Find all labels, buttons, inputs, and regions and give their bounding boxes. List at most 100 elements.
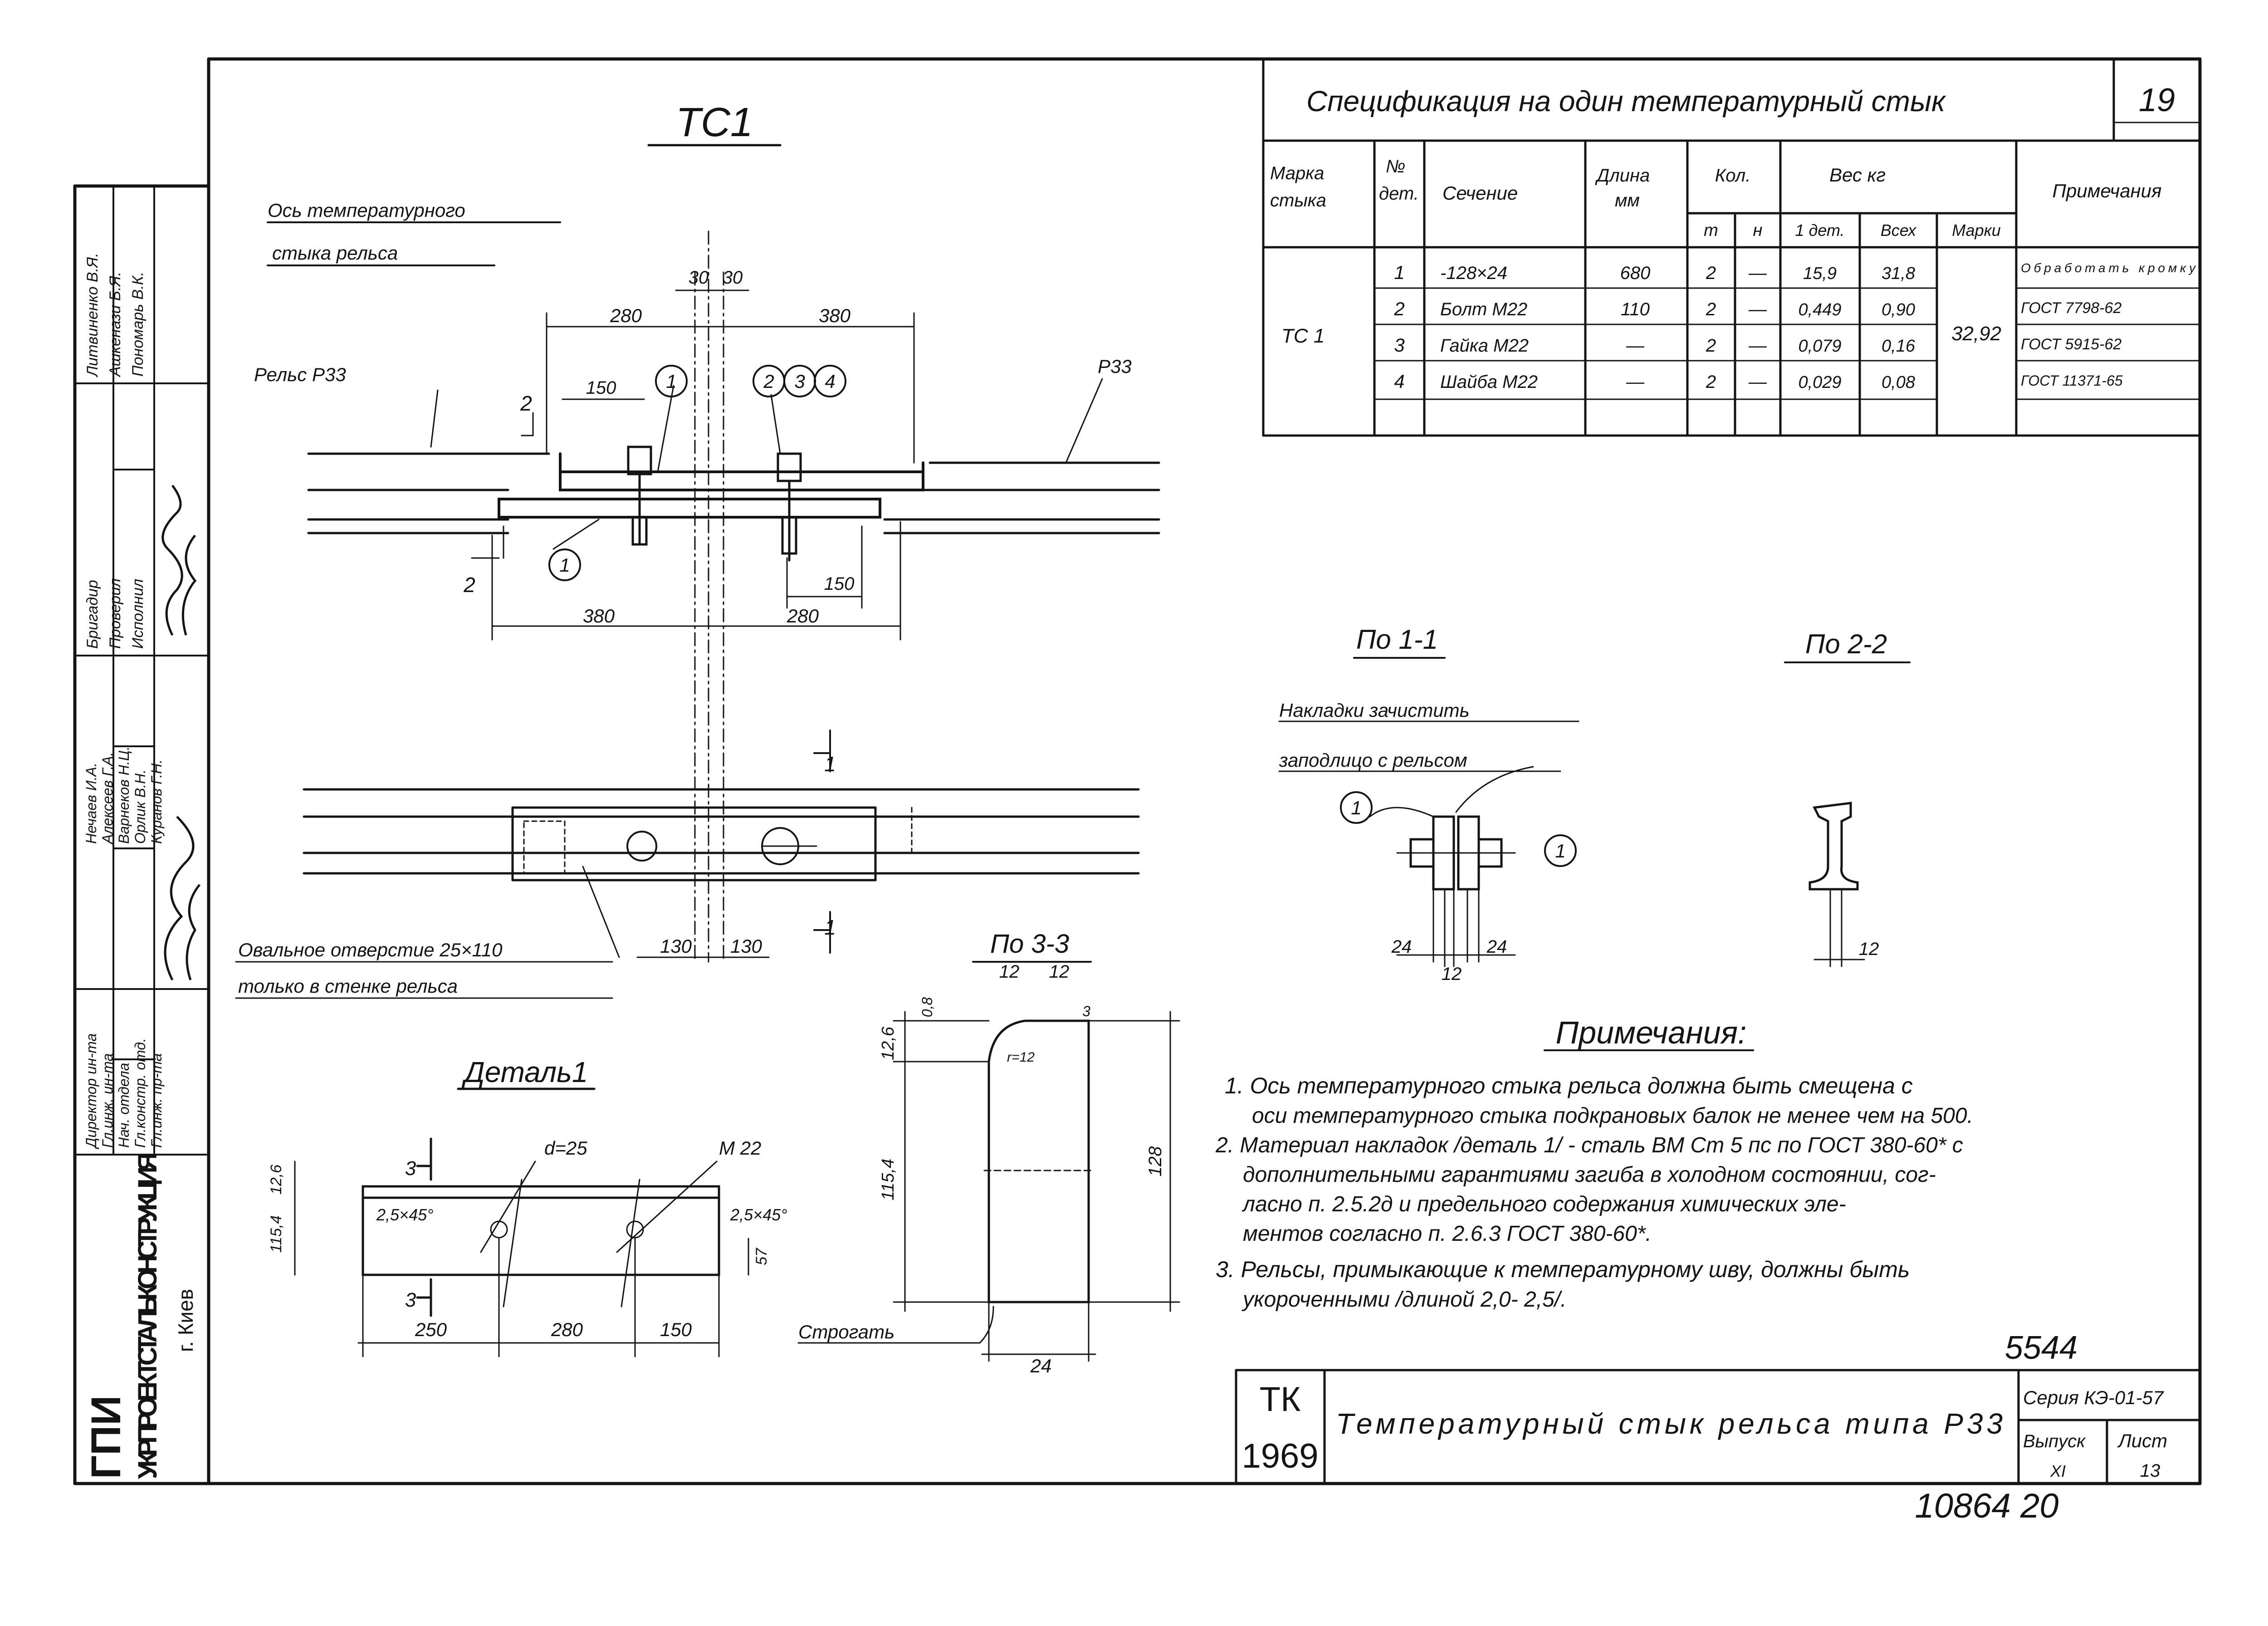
spec-h-w-all: Всех bbox=[1881, 221, 1917, 240]
spec-cell-section: Гайка М22 bbox=[1440, 336, 1529, 356]
spec-mark: ТС 1 bbox=[1281, 325, 1325, 347]
org-long: УКРПРОЕКТСТАЛЬКОНСТРУКЦИЯ bbox=[133, 1152, 162, 1479]
dim-130b: 130 bbox=[730, 935, 763, 957]
section11-dim-24a: 24 bbox=[1391, 937, 1412, 957]
section-1-bottom: 1 bbox=[824, 916, 836, 939]
section33-radius: r=12 bbox=[1007, 1050, 1035, 1065]
spec-cell-wall: 0,16 bbox=[1882, 337, 1916, 356]
spec-cell-w1: 0,079 bbox=[1798, 337, 1841, 356]
spec-h-mark-1: Марка bbox=[1270, 163, 1324, 183]
role-chief-designer: Гл.констр. отд. bbox=[132, 1038, 148, 1148]
notes-line-7: 3. Рельсы, примыкающие к температурному … bbox=[1216, 1257, 1910, 1282]
section33-dim-128: 128 bbox=[1145, 1146, 1165, 1176]
spec-h-no-1: № bbox=[1386, 157, 1405, 176]
notes-line-1: 1. Ось температурного стыка рельса должн… bbox=[1225, 1073, 1913, 1098]
sidebar-grid bbox=[74, 185, 210, 1156]
spec-cell-t: 2 bbox=[1706, 299, 1716, 319]
sheet-number: 19 bbox=[2139, 82, 2175, 118]
rail-left-label: Рельс Р33 bbox=[254, 364, 346, 385]
section11-dim-12: 12 bbox=[1442, 964, 1462, 984]
spec-cell-w1: 0,449 bbox=[1798, 300, 1841, 319]
stamp-year: 1969 bbox=[1242, 1437, 1318, 1475]
name2-1: Литвиненко В.Я. bbox=[84, 253, 101, 377]
spec-h-mark-2: стыка bbox=[1270, 191, 1326, 211]
name2-2: Ашкенази Б.Я. bbox=[107, 272, 124, 377]
section33-dim-0-8: 0,8 bbox=[919, 997, 935, 1018]
name-3: Варнеков Н.Ц. bbox=[116, 746, 132, 844]
section11-note-line2: заподлицо с рельсом bbox=[1279, 749, 1467, 771]
spec-cell-length: — bbox=[1626, 372, 1645, 392]
notes-title: Примечания: bbox=[1555, 1015, 1746, 1050]
role-chief-engineer: Гл.инж. ин-та bbox=[99, 1053, 116, 1148]
dim-130a: 130 bbox=[660, 935, 692, 957]
spec-cell-n: — bbox=[1748, 299, 1767, 319]
spec-cell-no: 3 bbox=[1394, 334, 1404, 356]
role-checked: Проверил bbox=[107, 578, 124, 649]
spec-cell-w1: 15,9 bbox=[1803, 264, 1837, 283]
section33-dim-24: 24 bbox=[1030, 1355, 1052, 1376]
role-performed: Исполнил bbox=[129, 579, 147, 649]
spec-h-qty: Кол. bbox=[1715, 166, 1751, 186]
section-2-top: 2 bbox=[520, 392, 532, 415]
callout-2: 2 bbox=[763, 371, 774, 392]
section33-title: По 3-3 bbox=[990, 929, 1069, 959]
spec-h-length-1: Длина bbox=[1595, 166, 1650, 186]
section33-dim-12-6: 12,6 bbox=[879, 1026, 898, 1060]
oval-note-line2: только в стенке рельса bbox=[238, 975, 458, 997]
detail1-m-label: М 22 bbox=[719, 1137, 761, 1159]
detail1-dim-115-4: 115,4 bbox=[268, 1215, 285, 1253]
rail-right bbox=[883, 461, 1160, 534]
spec-row-1: 1 -128×24 680 2 — 15,9 31,8 Обработать к… bbox=[1394, 261, 2196, 283]
role-director: Директор ин-та bbox=[83, 1033, 99, 1149]
bolts-plan bbox=[627, 446, 802, 562]
elevation-view bbox=[235, 730, 1140, 999]
role-brigadier: Бригадир bbox=[84, 580, 101, 649]
spec-cell-no: 2 bbox=[1393, 298, 1404, 319]
spec-h-weight: Вес кг bbox=[1829, 164, 1886, 186]
role-project-engineer: Гл.инж. пр-та bbox=[148, 1053, 165, 1148]
detail1-d-label: d=25 bbox=[544, 1137, 587, 1159]
detail1-view bbox=[294, 1087, 749, 1357]
spec-row-3: 3 Гайка М22 — 2 — 0,079 0,16 ГОСТ 5915-6… bbox=[1394, 334, 2121, 356]
spec-cell-t: 2 bbox=[1706, 372, 1716, 392]
role-head-dept: Нач. отдела bbox=[116, 1063, 132, 1148]
spec-cell-note: ГОСТ 7798-62 bbox=[2021, 299, 2121, 317]
spec-title: Спецификация на один температурный стык bbox=[1306, 85, 1946, 118]
stamp-code: 5544 bbox=[2005, 1330, 2077, 1366]
name2-3: Пономарь В.К. bbox=[129, 272, 147, 377]
rail-right-label: Р33 bbox=[1098, 356, 1132, 377]
spec-h-length-2: мм bbox=[1615, 191, 1640, 211]
sidebar-roles: Директор ин-та Гл.инж. ин-та Нач. отдела… bbox=[83, 253, 165, 1149]
detail1-dim-250: 250 bbox=[415, 1319, 447, 1340]
stamp-grid bbox=[1235, 1369, 2201, 1485]
stamp-sheet: 13 bbox=[2140, 1461, 2160, 1481]
stamp-title: Температурный стык рельса типа Р33 bbox=[1336, 1407, 2003, 1440]
stamp-series: Серия КЭ-01-57 bbox=[2023, 1387, 2164, 1408]
detail1-section-3-top: 3 bbox=[405, 1157, 416, 1180]
section22-title: По 2-2 bbox=[1805, 629, 1887, 659]
spec-cell-n: — bbox=[1748, 336, 1767, 356]
spec-h-note: Примечания bbox=[2053, 180, 2162, 201]
detail1-dim-280: 280 bbox=[551, 1319, 583, 1340]
spec-h-qty-n: н bbox=[1753, 221, 1763, 240]
section11-title: По 1-1 bbox=[1356, 624, 1438, 655]
section11-callout-a: 1 bbox=[1351, 797, 1361, 818]
spec-cell-no: 4 bbox=[1394, 371, 1404, 392]
name-1: Нечаев И.А. bbox=[83, 763, 99, 844]
axis-label-line2: стыка рельса bbox=[272, 242, 398, 264]
callout-1-top: 1 bbox=[666, 371, 676, 392]
oval-note-line1: Овальное отверстие 25×110 bbox=[238, 939, 503, 960]
spec-row-2: 2 Болт М22 110 2 — 0,449 0,90 ГОСТ 7798-… bbox=[1393, 298, 2121, 319]
notes-line-6: ментов согласно п. 2.6.3 ГОСТ 380-60*. bbox=[1243, 1222, 1652, 1246]
name-5: Куранов Г.Н. bbox=[148, 759, 165, 844]
text-layer: 19 ТС1 Ось температурного стыка рельса 3… bbox=[238, 82, 2196, 1525]
spec-cell-t: 2 bbox=[1706, 336, 1716, 356]
name-2: Алексеев Г.А. bbox=[99, 752, 116, 845]
spec-cell-n: — bbox=[1748, 263, 1767, 283]
detail1-dim-12-6: 12,6 bbox=[268, 1165, 285, 1195]
section33-dim-115-4: 115,4 bbox=[879, 1159, 898, 1200]
detail1-chamfer-left: 2,5×45° bbox=[376, 1205, 434, 1224]
dim-150-bot: 150 bbox=[824, 574, 855, 594]
spec-h-w-mark: Марки bbox=[1952, 221, 2000, 240]
